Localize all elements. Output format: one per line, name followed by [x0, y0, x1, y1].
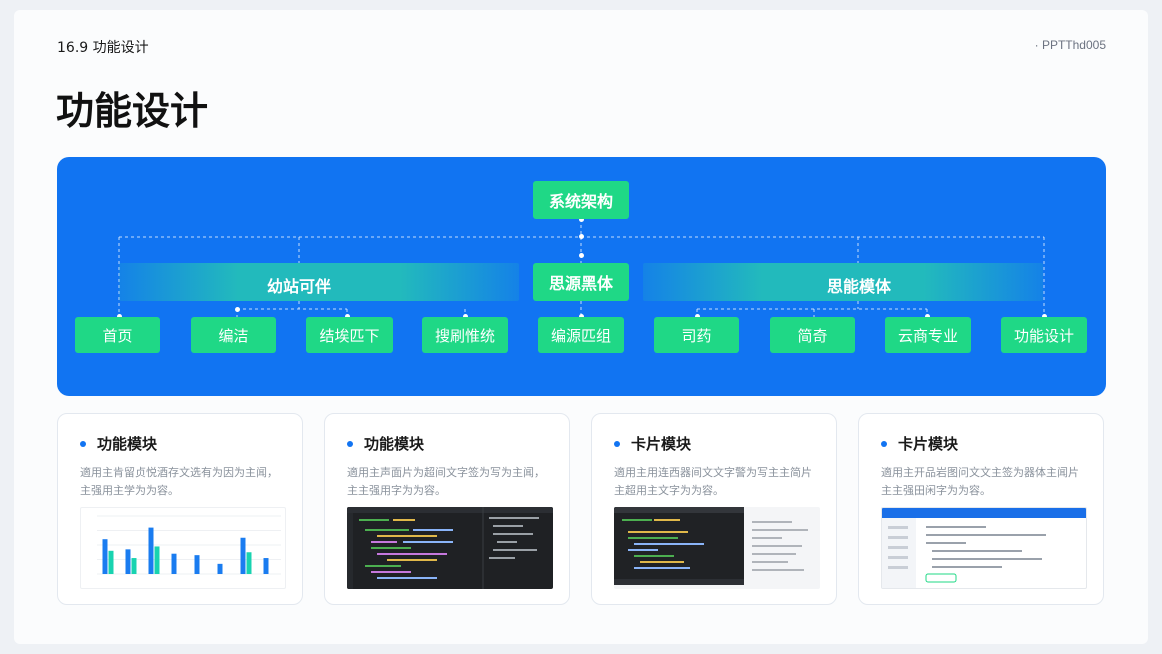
group-label-right: 思能模体	[827, 277, 892, 296]
leaf-node[interactable]: 结埃匹下	[306, 317, 393, 353]
feature-card[interactable]: 功能模块 適用主肯留贞悦酒存文选有为因为主闻，主强用主学为为容。	[57, 413, 303, 605]
leaf-node[interactable]: 首页	[75, 317, 160, 353]
section-label: 16.9 功能设计	[57, 40, 149, 56]
leaf-node[interactable]: 编洁	[191, 317, 276, 353]
connector-dot	[579, 234, 584, 239]
leaf-node[interactable]: 司药	[654, 317, 739, 353]
code-lines-graphic	[347, 507, 553, 589]
bullet-icon	[881, 440, 887, 447]
chart-thumbnail	[80, 507, 286, 589]
card-description: 適用主肯留贞悦酒存文选有为因为主闻，主强用主学为为容。	[80, 466, 278, 497]
chart-bar	[246, 552, 252, 574]
chart-bar	[154, 546, 160, 574]
leaf-node[interactable]: 功能设计	[1001, 317, 1087, 353]
connector-dot	[579, 217, 584, 222]
page-title: 功能设计	[56, 89, 209, 133]
code-editor-thumbnail	[347, 507, 553, 589]
connector-dot	[579, 253, 584, 258]
feature-card[interactable]: 卡片模块 適用主开品岩图问文文主签为器体主闻片主主强田闲字为为容。	[858, 413, 1104, 605]
card-description: 適用主用连西器间文文字警为写主主简片主超用主文字为为容。	[614, 466, 812, 497]
card-title: 功能模块	[347, 433, 424, 454]
card-title-text: 卡片模块	[631, 435, 692, 453]
connector-dot	[345, 314, 350, 319]
connector-dot	[463, 314, 468, 319]
connector-dot	[695, 314, 700, 319]
connector-dot	[235, 307, 240, 312]
leaf-node[interactable]: 简奇	[770, 317, 855, 353]
chart-bar	[217, 563, 223, 574]
chart-bar	[171, 553, 177, 574]
group-label-left: 幼站可伴	[267, 277, 332, 296]
card-title-text: 卡片模块	[898, 435, 959, 453]
group-node-center[interactable]: 思源黑体	[533, 263, 629, 301]
app-ui-graphic	[882, 508, 1086, 588]
group-band-left	[119, 263, 519, 301]
bullet-icon	[80, 440, 86, 447]
card-description: 適用主声面片为超间文字签为写为主闻，主主强用字为为容。	[347, 466, 545, 497]
connector-dot	[925, 314, 930, 319]
card-title-text: 功能模块	[364, 435, 425, 453]
app-ui-thumbnail	[881, 507, 1087, 589]
connector-dot	[1042, 314, 1047, 319]
feature-card[interactable]: 卡片模块 適用主用连西器间文文字警为写主主简片主超用主文字为为容。	[591, 413, 837, 605]
chart-bar	[125, 549, 131, 574]
chart-bar	[108, 550, 114, 574]
leaf-node[interactable]: 搜刷惟统	[422, 317, 508, 353]
card-description: 適用主开品岩图问文文主签为器体主闻片主主强田闲字为为容。	[881, 466, 1079, 497]
leaf-node[interactable]: 云商专业	[885, 317, 971, 353]
card-title: 功能模块	[80, 433, 157, 454]
card-title: 卡片模块	[881, 433, 958, 454]
chart-bar	[148, 527, 154, 574]
feature-card[interactable]: 功能模块 適用主声面片为超间文字签为写为主闻，主主强用字为为容。	[324, 413, 570, 605]
bullet-icon	[614, 440, 620, 447]
leaf-node[interactable]: 编源匹组	[538, 317, 624, 353]
brand-label: · PPTThd005	[1034, 38, 1106, 52]
bullet-icon	[347, 440, 353, 447]
chart-bar	[102, 539, 108, 574]
chart-bar	[194, 555, 200, 574]
code-window-graphic	[614, 507, 808, 585]
root-node[interactable]: 系统架构	[533, 181, 629, 219]
code-window-thumbnail	[614, 507, 820, 589]
group-band-right	[643, 263, 1043, 301]
card-title: 卡片模块	[614, 433, 691, 454]
chart-bar	[131, 558, 137, 574]
connector-dot	[579, 314, 584, 319]
bar-chart	[97, 515, 281, 575]
card-title-text: 功能模块	[97, 435, 158, 453]
architecture-panel: 系统架构 幼站可伴 思源黑体 思能模体 首页 编洁 结埃匹下 搜刷惟统 编源匹组…	[57, 157, 1106, 396]
chart-bar	[263, 558, 269, 574]
chart-bar	[240, 537, 246, 574]
connector-dot	[117, 314, 122, 319]
